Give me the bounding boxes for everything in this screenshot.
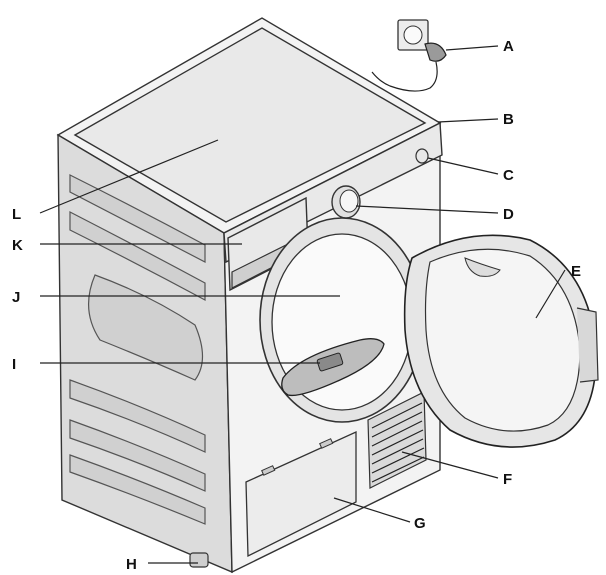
label-j: J — [12, 289, 20, 306]
callout-line-g — [333, 497, 411, 523]
callout-line-l — [39, 139, 219, 214]
callout-line-f — [401, 451, 499, 479]
callout-line-e — [535, 269, 566, 319]
ventilation-grille — [367, 391, 427, 489]
power-plug — [371, 19, 447, 92]
labels: A B C D E F G H I J K L — [12, 38, 581, 573]
callout-line-a — [445, 45, 499, 51]
label-e: E — [571, 263, 581, 280]
label-f: F — [503, 471, 512, 488]
on-off-button — [415, 148, 429, 164]
label-i: I — [12, 356, 16, 373]
filter — [281, 338, 385, 397]
door — [403, 234, 599, 448]
label-d: D — [503, 206, 514, 223]
label-c: C — [503, 167, 514, 184]
top-panel — [56, 17, 442, 234]
label-k: K — [12, 237, 23, 254]
callout-line-b — [437, 118, 499, 123]
callout-line-d — [355, 205, 499, 214]
adjustable-foot — [189, 552, 209, 568]
condenser-door — [245, 430, 357, 558]
label-a: A — [503, 38, 514, 55]
label-g: G — [414, 515, 426, 532]
label-b: B — [503, 111, 514, 128]
callout-lines — [39, 45, 566, 564]
program-knob — [331, 185, 361, 219]
callout-line-c — [427, 157, 499, 175]
label-h: H — [126, 556, 137, 573]
label-l: L — [12, 206, 21, 223]
